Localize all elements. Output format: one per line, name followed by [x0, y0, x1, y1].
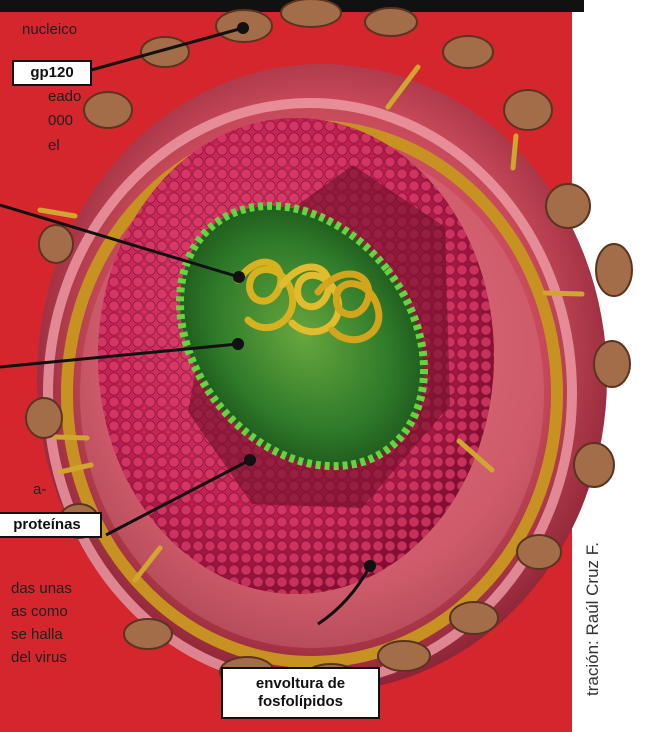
envoltura-label-line-1: envoltura de: [228, 675, 373, 693]
envoltura-label-line-2: fosfolípidos: [228, 693, 373, 711]
paragraph-line-3: se halla: [11, 625, 63, 644]
proteinas-label: proteínas: [0, 512, 102, 538]
paragraph-line-4: del virus: [11, 648, 67, 667]
text-fragment-3: 000: [48, 111, 73, 130]
text-fragment-1: nucleico: [22, 20, 77, 39]
gp120-label: gp120: [12, 60, 92, 86]
illustration-credit: tración: Raúl Cruz F.: [583, 542, 603, 696]
paragraph-line-2: as como: [11, 602, 68, 621]
text-fragment-2: eado: [48, 87, 81, 106]
text-fragment-4: el: [48, 136, 60, 155]
text-fragment-5: a-: [33, 480, 46, 499]
paragraph-line-1: das unas: [11, 579, 72, 598]
envoltura-label-box: envoltura de fosfolípidos: [221, 667, 380, 719]
